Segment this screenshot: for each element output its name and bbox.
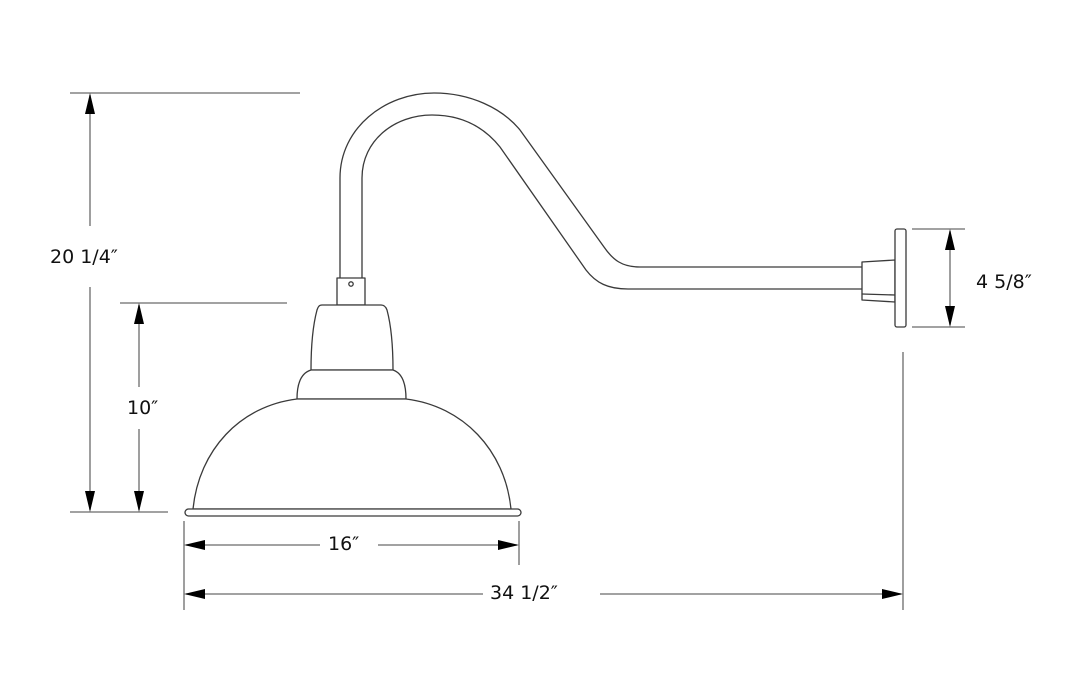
dimension-overall-height (85, 93, 95, 512)
bracket-taper-block (861, 259, 896, 303)
arrow-down-icon (134, 491, 144, 512)
overall-height-label: 20 1/4″ (47, 246, 121, 268)
arrow-left-icon (184, 589, 205, 599)
arrow-up-icon (134, 303, 144, 324)
shade-rim (184, 508, 522, 517)
arrow-down-icon (85, 491, 95, 512)
bracket-block-seam (861, 293, 896, 296)
set-screw-icon (348, 281, 354, 287)
arrow-left-icon (184, 540, 205, 550)
arm-inner-edge (361, 114, 863, 290)
arrow-up-icon (85, 93, 95, 114)
fitter-cap (310, 304, 394, 371)
arrow-right-icon (498, 540, 519, 550)
dimension-shade-height (134, 303, 144, 512)
arrow-up-icon (945, 229, 955, 250)
shade-shoulder (296, 369, 407, 400)
extension-lines (70, 92, 965, 610)
wall-backplate (894, 228, 907, 328)
arrow-right-icon (882, 589, 903, 599)
shade-diameter-label: 16″ (325, 533, 363, 555)
backplate-height-label: 4 5/8″ (973, 271, 1035, 293)
dimension-overall-projection (184, 589, 903, 599)
dimension-backplate-height (945, 229, 955, 327)
shade-height-label: 10″ (124, 397, 162, 419)
shade-dome (192, 398, 512, 510)
dimension-shade-diameter (184, 540, 519, 550)
wall-bracket (861, 228, 907, 328)
arm-outer-edge (339, 92, 863, 279)
gooseneck-arm (339, 92, 863, 290)
overall-projection-label: 34 1/2″ (487, 582, 561, 604)
shade-assembly (184, 277, 522, 517)
arrow-down-icon (945, 306, 955, 327)
